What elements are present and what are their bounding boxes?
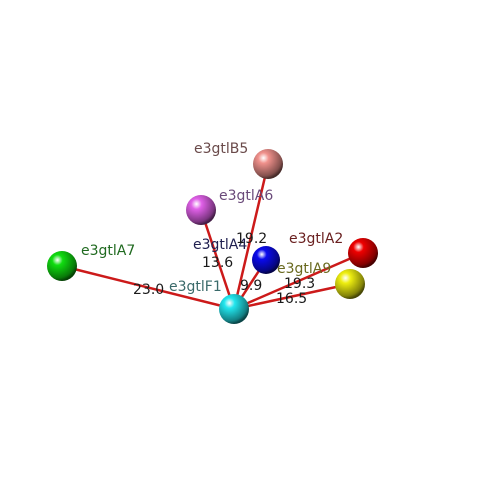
- edge-f1-a9: [232, 282, 352, 311]
- edges-layer: [60, 162, 365, 311]
- edge-f1-a7: [60, 264, 236, 311]
- node-label-a7: e3gtlA7: [81, 243, 135, 259]
- node-label-a9: e3gtlA9: [277, 261, 331, 277]
- distance-label-a4: 9.9: [240, 278, 262, 294]
- edge-f1-a6: [199, 208, 236, 311]
- node-label-b5: e3gtlB5: [194, 141, 248, 157]
- node-a6: [186, 195, 216, 225]
- node-a4: [252, 246, 280, 274]
- node-label-a2: e3gtlA2: [289, 231, 343, 247]
- node-label-a6: e3gtlA6: [219, 188, 273, 204]
- distance-label-b5: 19.2: [236, 231, 267, 247]
- distance-label-a2: 19.3: [284, 276, 315, 292]
- node-label-f1: e3gtlF1: [169, 279, 222, 295]
- labels-layer: e3gtlF1 e3gtlB5 e3gtlA6 e3gtlA4 e3gtlA2 e3gtl…: [81, 141, 343, 295]
- distance-labels-layer: 23.0 13.619.2 9.9 19.316.5: [133, 231, 315, 307]
- distance-label-a9: 16.5: [276, 291, 307, 307]
- distance-label-a7: 23.0: [133, 282, 164, 298]
- node-label-a4: e3gtlA4: [193, 237, 247, 253]
- node-a7: [47, 251, 77, 281]
- node-a2: [348, 238, 378, 268]
- edge-f1-b5: [232, 162, 270, 311]
- distance-label-a6: 13.6: [202, 255, 233, 271]
- edge-f1-a2: [232, 251, 365, 311]
- nodes-layer: [47, 149, 378, 324]
- node-b5: [253, 149, 283, 179]
- node-a9: [335, 269, 365, 299]
- node-f1: [219, 294, 249, 324]
